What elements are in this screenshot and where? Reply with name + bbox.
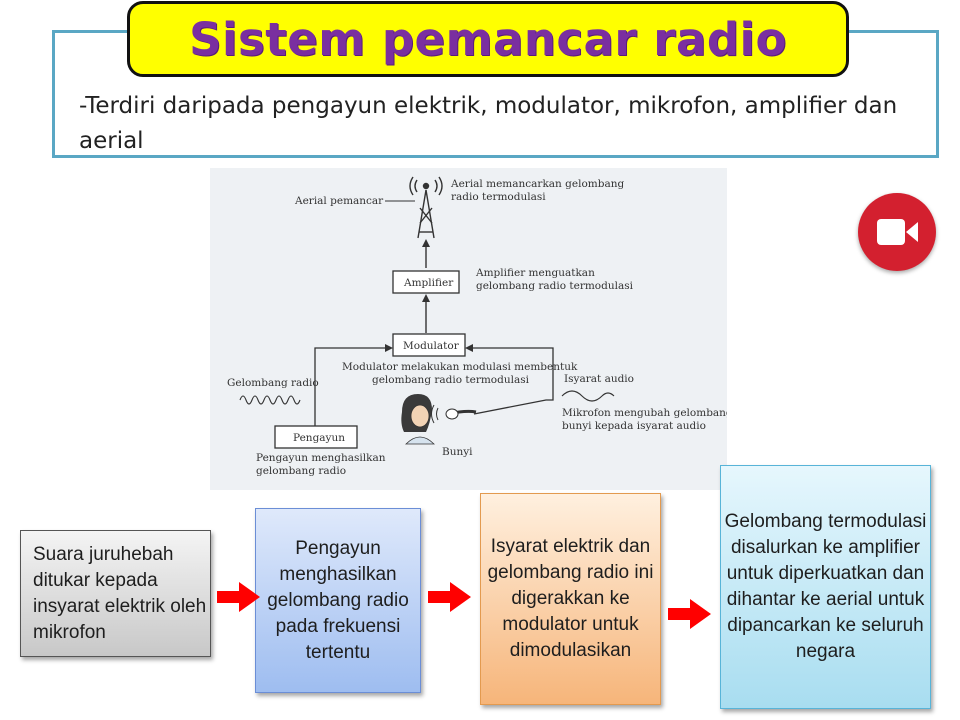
radio-wave-icon [239, 395, 301, 405]
amplifier-desc-1: Amplifier menguatkan [475, 267, 595, 279]
flow-step-3: Isyarat elektrik dan gelombang radio ini… [480, 493, 661, 705]
oscillator-desc-2: gelombang radio [256, 465, 346, 477]
arrow-right-icon [217, 582, 260, 612]
audio-wave-icon [561, 390, 615, 402]
video-button[interactable] [858, 193, 936, 271]
oscillator-box [274, 425, 358, 449]
radio-wave-label: Gelombang radio [227, 377, 319, 389]
flow-step-2: Pengayun menghasilkan gelombang radio pa… [255, 508, 421, 693]
flow-step-2-text: Pengayun menghasilkan gelombang radio pa… [267, 537, 409, 663]
oscillator-desc-1: Pengayun menghasilkan [256, 452, 386, 464]
modulator-box [392, 333, 466, 357]
amplifier-label: Amplifier [403, 277, 454, 289]
aerial-desc-2: radio termodulasi [451, 191, 546, 203]
video-camera-icon [877, 219, 918, 245]
flow-step-1: Suara juruhebah ditukar kepada insyarat … [20, 530, 211, 657]
flow-step-4-text: Gelombang termodulasi disalurkan ke ampl… [724, 511, 927, 662]
radio-transmitter-diagram: Aerial pemancar Aerial memancarkan gelom… [210, 168, 733, 490]
modulator-desc-2: gelombang radio termodulasi [372, 374, 530, 386]
sound-label: Bunyi [442, 446, 473, 458]
modulator-desc-1: Modulator melakukan modulasi membentuk [342, 361, 578, 373]
oscillator-label: Pengayun [293, 432, 345, 444]
announcer-icon [401, 394, 435, 445]
flow-step-4: Gelombang termodulasi disalurkan ke ampl… [720, 465, 931, 709]
amplifier-desc-2: gelombang radio termodulasi [476, 280, 634, 292]
mic-desc-1: Mikrofon mengubah gelombang [562, 407, 727, 419]
info-text: -Terdiri daripada pengayun elektrik, mod… [79, 93, 898, 154]
aerial-desc-1: Aerial memancarkan gelombang [450, 178, 624, 190]
arrow-right-icon [668, 599, 711, 629]
arrow-right-icon [428, 582, 471, 612]
microphone-icon [431, 404, 477, 424]
mic-desc-2: bunyi kepada isyarat audio [562, 420, 706, 432]
flow-step-1-text: Suara juruhebah ditukar kepada insyarat … [33, 543, 207, 643]
modulator-label: Modulator [403, 340, 460, 352]
page-title: Sistem pemancar radio [189, 12, 787, 66]
audio-signal-label: Isyarat audio [564, 373, 634, 385]
aerial-label: Aerial pemancar [294, 195, 384, 207]
title-banner: Sistem pemancar radio [127, 1, 849, 77]
aerial-tower-icon [409, 176, 443, 239]
flow-step-3-text: Isyarat elektrik dan gelombang radio ini… [487, 536, 654, 661]
amplifier-box [392, 270, 460, 294]
